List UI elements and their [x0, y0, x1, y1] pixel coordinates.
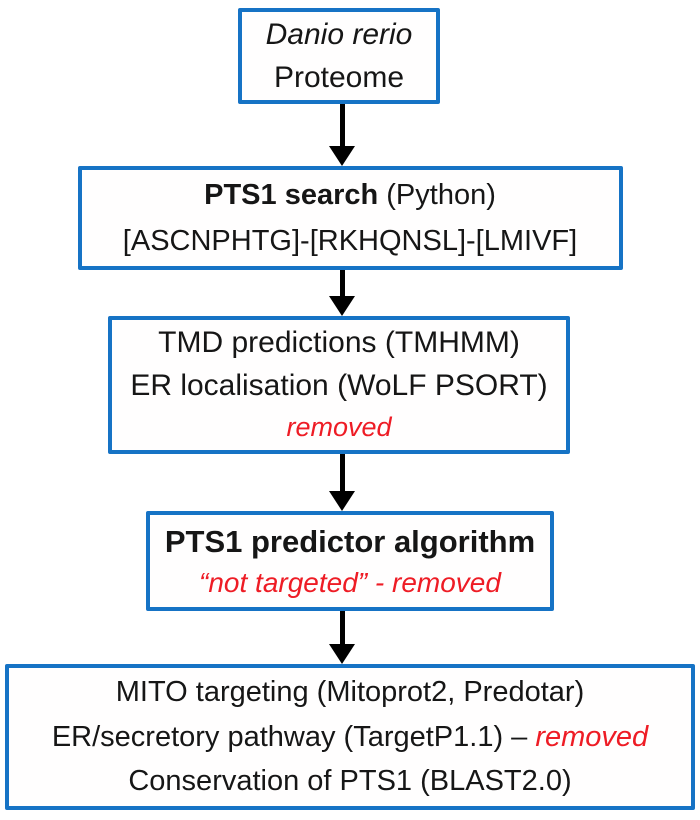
flow-arrow-4 — [329, 611, 355, 664]
er-secretory-line: ER/secretory pathway (TargetP1.1) – remo… — [52, 715, 648, 760]
removed-note: removed — [535, 720, 649, 753]
flow-arrow-1 — [329, 104, 355, 166]
flow-arrow-2 — [329, 270, 355, 316]
flowchart-box-tmd-er-filter: TMD predictions (TMHMM) ER localisation … — [108, 316, 570, 454]
arrow-stem — [339, 454, 345, 491]
arrow-stem — [339, 104, 345, 146]
pts1-motif-pattern: [ASCNPHTG]-[RKHQNSL]-[LMIVF] — [122, 225, 578, 257]
arrow-stem — [339, 270, 345, 296]
pts1-search-title-line: PTS1 search (Python) — [204, 172, 496, 218]
arrow-down-icon — [329, 146, 355, 166]
conservation-line: Conservation of PTS1 (BLAST2.0) — [128, 765, 572, 798]
er-secretory-text: ER/secretory pathway (TargetP1.1) – — [51, 720, 536, 753]
arrow-down-icon — [329, 296, 355, 316]
arrow-down-icon — [329, 644, 355, 664]
flow-arrow-3 — [329, 454, 355, 511]
pts1-search-tool: (Python) — [378, 178, 496, 211]
not-targeted-removed-note: “not targeted” - removed — [199, 566, 501, 598]
er-localisation-line: ER localisation (WoLF PSORT) — [130, 368, 548, 402]
pts1-predictor-title: PTS1 predictor algorithm — [164, 524, 536, 560]
species-name-line: Danio rerio — [266, 13, 413, 57]
proteome-label: Proteome — [273, 61, 405, 94]
pts1-search-title: PTS1 search — [204, 178, 379, 211]
flowchart-box-pts1-predictor: PTS1 predictor algorithm “not targeted” … — [146, 511, 554, 611]
flowchart-box-pts1-search: PTS1 search (Python) [ASCNPHTG]-[RKHQNSL… — [77, 166, 623, 270]
mito-targeting-line: MITO targeting (Mitoprot2, Predotar) — [115, 675, 585, 708]
species-name: Danio rerio — [265, 17, 413, 51]
arrow-down-icon — [329, 491, 355, 511]
removed-note: removed — [286, 412, 392, 443]
arrow-stem — [339, 611, 345, 644]
flowchart-box-proteome: Danio rerio Proteome — [238, 8, 440, 104]
tmd-predictions-line: TMD predictions (TMHMM) — [158, 326, 520, 360]
flowchart-box-final-filters: MITO targeting (Mitoprot2, Predotar) ER/… — [5, 664, 695, 810]
